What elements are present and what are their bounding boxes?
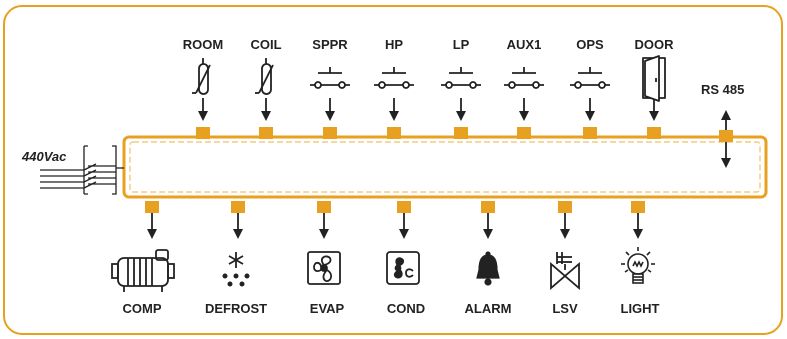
bell-icon [476, 251, 500, 286]
controller-bus-inner [129, 141, 761, 193]
compressor-icon [111, 249, 175, 292]
input-label-lp: LP [453, 37, 470, 52]
input-connector-sppr [323, 127, 337, 139]
snowflake-defrost-icon [222, 252, 250, 287]
output-label-cond: COND [387, 301, 425, 316]
solenoid-valve-icon [550, 252, 580, 290]
output-label-evap: EVAP [310, 301, 345, 316]
ops-switch-contact-icon [570, 67, 610, 89]
input-label-ops: OPS [576, 37, 604, 52]
rs485-label: RS 485 [701, 82, 744, 97]
input-coil: COIL [250, 37, 282, 139]
input-connector-aux1 [517, 127, 531, 139]
room-thermistor-icon [192, 58, 211, 95]
power-label: 440Vac [21, 149, 67, 164]
input-door: DOOR [635, 37, 675, 139]
output-connector-cond [397, 201, 411, 213]
rs485-connector [719, 130, 733, 142]
input-lp: LP [441, 37, 481, 139]
input-label-sppr: SPPR [312, 37, 348, 52]
condenser-fan-icon [386, 251, 420, 285]
output-connector-alarm [481, 201, 495, 213]
power-supply: 440Vac [21, 145, 124, 195]
input-connector-coil [259, 127, 273, 139]
output-connector-light [631, 201, 645, 213]
outer-frame [3, 5, 783, 335]
input-ops: OPS [570, 37, 610, 139]
rs485-port: RS 485 [701, 82, 744, 168]
output-defrost: DEFROST [205, 201, 267, 316]
output-light: LIGHT [621, 201, 660, 316]
output-connector-defrost [231, 201, 245, 213]
output-evap: EVAP [307, 201, 345, 316]
rs485-arrow-down-icon [721, 158, 731, 168]
sppr-switch-contact-icon [310, 67, 350, 89]
input-label-door: DOOR [635, 37, 675, 52]
output-connector-lsv [558, 201, 572, 213]
aux1-switch-contact-icon [504, 67, 544, 89]
input-label-room: ROOM [183, 37, 223, 52]
input-label-aux1: AUX1 [507, 37, 542, 52]
output-connector-evap [317, 201, 331, 213]
breaker-icon [40, 145, 124, 195]
output-lsv: LSV [550, 201, 580, 316]
output-comp: COMP [111, 201, 175, 316]
lp-switch-contact-icon [441, 67, 481, 89]
input-connector-lp [454, 127, 468, 139]
input-connector-hp [387, 127, 401, 139]
input-connector-room [196, 127, 210, 139]
input-room: ROOM [183, 37, 223, 139]
evaporator-fan-icon [307, 251, 341, 285]
input-label-hp: HP [385, 37, 403, 52]
input-sppr: SPPR [310, 37, 350, 139]
output-label-lsv: LSV [552, 301, 578, 316]
input-connector-door [647, 127, 661, 139]
controller-bus [122, 135, 768, 199]
input-connector-ops [583, 127, 597, 139]
output-label-comp: COMP [123, 301, 162, 316]
input-aux1: AUX1 [504, 37, 544, 139]
light-bulb-icon [621, 247, 655, 284]
rs485-arrow-up-icon [721, 110, 731, 120]
input-label-coil: COIL [250, 37, 281, 52]
output-alarm: ALARM [465, 201, 512, 316]
door-icon [642, 55, 666, 102]
output-cond: COND [386, 201, 425, 316]
output-label-light: LIGHT [621, 301, 660, 316]
output-connector-comp [145, 201, 159, 213]
output-label-defrost: DEFROST [205, 301, 267, 316]
hp-switch-contact-icon [374, 67, 414, 89]
input-hp: HP [374, 37, 414, 139]
coil-thermistor-icon [255, 58, 274, 95]
output-label-alarm: ALARM [465, 301, 512, 316]
